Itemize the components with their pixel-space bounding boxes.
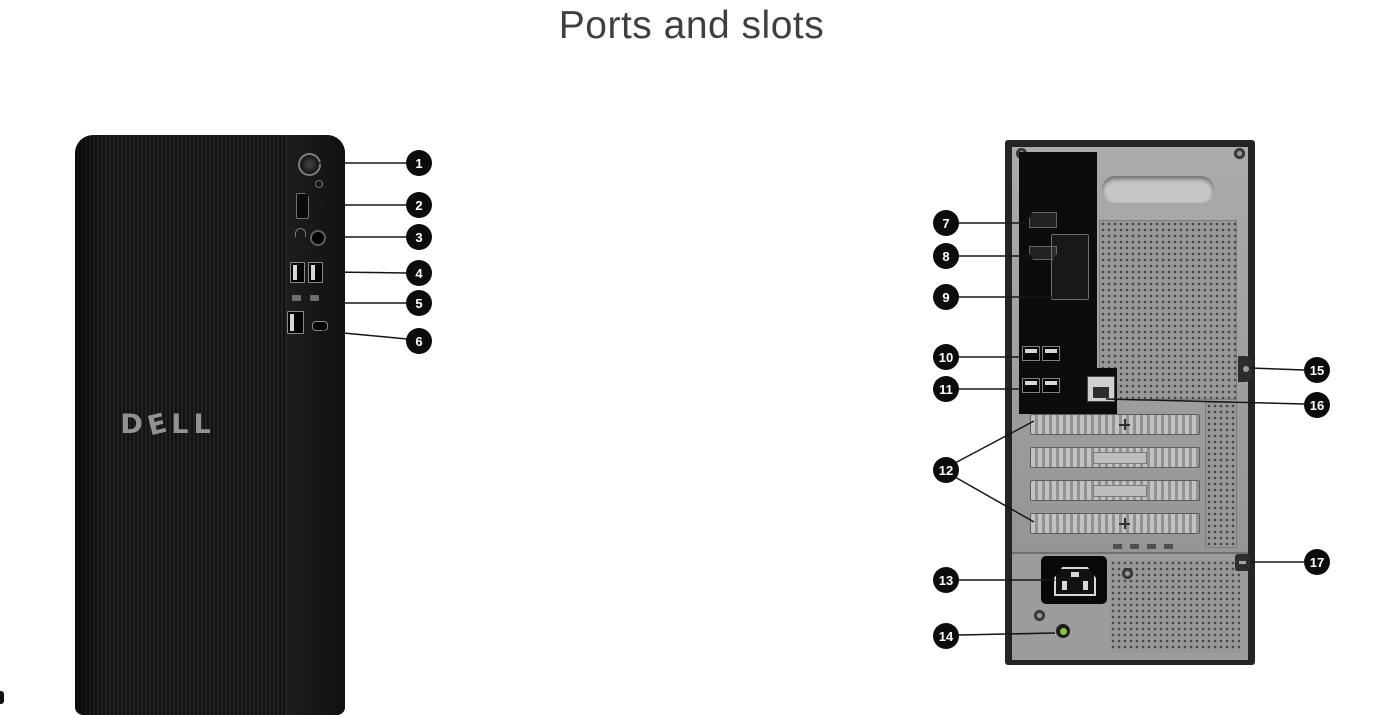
rear-io-panel — [1019, 152, 1097, 414]
optional-port-slot-icon — [1051, 234, 1089, 300]
callout-10: 10 — [933, 344, 959, 370]
callout-11: 11 — [933, 376, 959, 402]
callout-14: 14 — [933, 623, 959, 649]
callout-15: 15 — [1304, 357, 1330, 383]
kensington-lock-slot-icon — [1235, 554, 1250, 571]
slot-screw-icon — [1119, 518, 1130, 529]
usb-a-port-icon — [290, 262, 305, 283]
slot-tab — [1093, 452, 1147, 464]
front-view-tower: DELL — [75, 135, 345, 715]
usb-a-port-icon — [287, 311, 304, 334]
callout-13: 13 — [933, 567, 959, 593]
dell-logo-char: E — [144, 406, 175, 443]
handle-recess — [1102, 176, 1214, 203]
screw-icon — [1234, 148, 1245, 159]
usb-a-port-icon — [1042, 378, 1060, 393]
callout-16: 16 — [1304, 392, 1330, 418]
dell-logo: DELL — [113, 406, 223, 443]
headset-jack-icon — [310, 230, 326, 246]
psu-vent-grille — [1110, 560, 1240, 652]
callout-12: 12 — [933, 457, 959, 483]
callout-9: 9 — [933, 284, 959, 310]
usb-a-port-icon — [1022, 378, 1040, 393]
callout-3: 3 — [406, 224, 432, 250]
vent-grille-strip — [1205, 402, 1237, 548]
screw-icon — [1034, 610, 1045, 621]
expansion-slot-cover — [1030, 513, 1200, 534]
ethernet-port-icon — [1087, 376, 1115, 402]
slot-screw-icon — [1119, 419, 1130, 430]
power-connector-port — [1041, 556, 1107, 604]
dell-logo-char: L — [193, 409, 216, 440]
usb-a-port-icon — [1042, 346, 1060, 361]
callout-6: 6 — [406, 328, 432, 354]
padlock-ring-icon — [1238, 356, 1252, 382]
vent-grille — [1099, 220, 1237, 400]
headset-icon — [295, 228, 306, 237]
sd-card-slot-icon — [296, 193, 309, 219]
front-io-column — [287, 135, 345, 715]
expansion-slot-cover — [1030, 447, 1200, 468]
usb-speed-label-icon — [310, 295, 319, 301]
callout-17: 17 — [1304, 549, 1330, 575]
expansion-slot-cover — [1030, 480, 1200, 501]
callout-7: 7 — [933, 210, 959, 236]
displayport-icon — [1029, 212, 1057, 228]
power-button-icon — [298, 153, 321, 176]
dell-logo-char: D — [120, 409, 148, 440]
hdmi-port-icon — [1029, 246, 1057, 260]
dell-logo-char: L — [171, 409, 194, 440]
callout-8: 8 — [933, 243, 959, 269]
callout-5: 5 — [406, 290, 432, 316]
screw-icon — [1122, 568, 1133, 579]
callout-1: 1 — [406, 150, 432, 176]
usb-a-port-icon — [1022, 346, 1040, 361]
usb-c-port-icon — [312, 321, 328, 331]
psu-diagnostic-led-icon — [1056, 624, 1070, 638]
back-view-tower — [1005, 140, 1255, 665]
leader-line-15 — [1249, 367, 1305, 371]
vent-dashes — [1113, 544, 1175, 549]
edge-artifact — [0, 691, 4, 704]
page-title: Ports and slots — [558, 4, 825, 47]
callout-4: 4 — [406, 260, 432, 286]
slot-tab — [1093, 485, 1147, 497]
expansion-slot-cover — [1030, 414, 1200, 435]
usb-a-port-icon — [308, 262, 323, 283]
callout-2: 2 — [406, 192, 432, 218]
power-socket-c14-icon — [1054, 567, 1096, 596]
power-indicator-icon — [315, 180, 323, 188]
usb-speed-label-icon — [292, 295, 301, 301]
